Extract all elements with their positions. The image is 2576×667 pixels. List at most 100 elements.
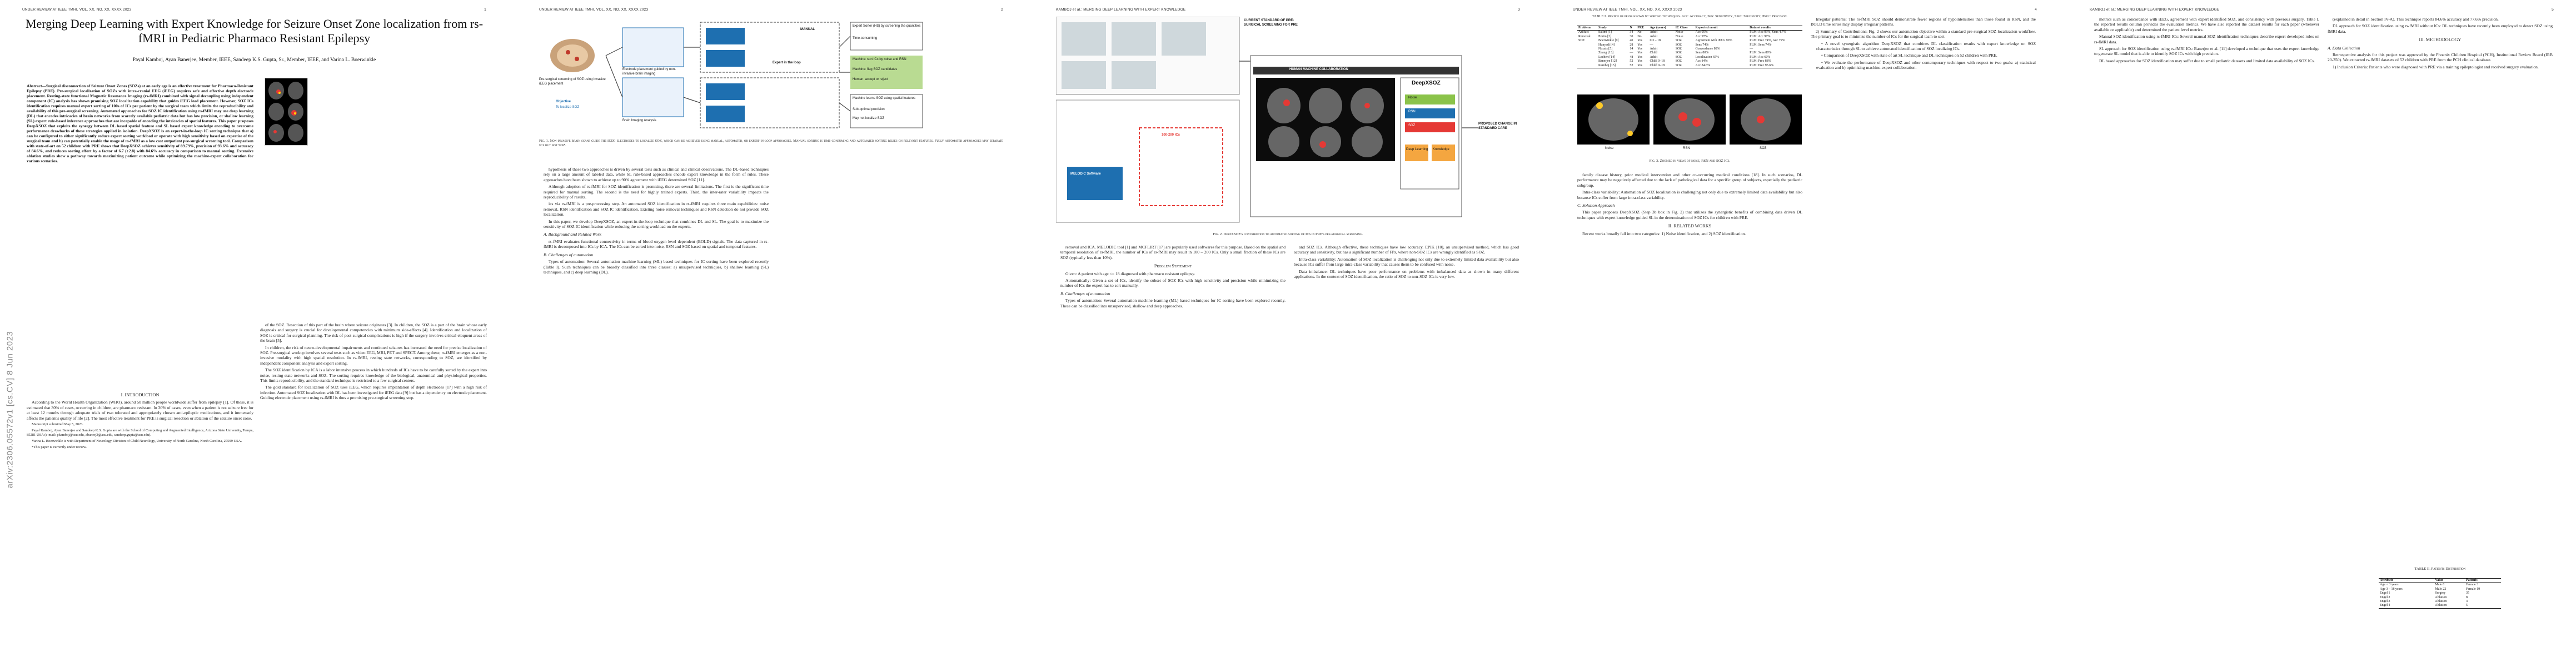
footnote: *This paper is currently under review.	[32, 445, 87, 450]
abstract: Abstract—Surgical disconnection of Seizu…	[27, 83, 253, 163]
fig3-soz: SOZ	[1760, 147, 1767, 150]
section-heading: I. INTRODUCTION	[121, 392, 160, 397]
page-number: 2	[1001, 8, 1003, 12]
fig1-diagram	[539, 17, 923, 133]
table-cell: PLM: Acc 93%, Sens 4.7%	[1750, 31, 1786, 34]
figure-2: CURRENT STANDARD OF PRE-SURGICAL SCREENI…	[1055, 16, 1520, 228]
table-cell: 5	[2465, 604, 2501, 609]
running-header: UNDER REVIEW AT IEEE TMHI, VOL. XX, NO. …	[22, 8, 486, 13]
figure-3: Noise RSN SOZ	[1577, 94, 1802, 156]
melodic-label: MELODIC Software	[1070, 172, 1101, 176]
page-number: 4	[2035, 8, 2037, 12]
header-left: UNDER REVIEW AT IEEE TMHI, VOL. XX, NO. …	[1573, 8, 1682, 12]
table-cell: Acc 95%	[1695, 31, 1708, 34]
paragraph: The gold standard for localization of SO…	[260, 385, 487, 401]
fig3-rsn: RSN	[1683, 147, 1690, 150]
table-cell: Ablation	[2435, 595, 2447, 599]
page2-left-body: hypothesis of these two approaches is dr…	[544, 167, 769, 276]
arxiv-stamp: arXiv:2306.05572v1 [cs.CV] 8 Jun 2023	[5, 331, 15, 489]
rsn-label: RSN	[1408, 110, 1416, 113]
expert-point-2: Machine: flag SOZ candidates	[853, 68, 898, 71]
table-cell: Female 3	[2466, 583, 2479, 587]
table-cell: Noise	[1675, 34, 1683, 38]
deep-learning-label: Deep Learning	[1406, 148, 1428, 151]
bullet-item: • A novel synergistic algorithm DeepXSOZ…	[1816, 41, 2036, 52]
paragraph: Intra-class variability: Automation of S…	[1577, 190, 1802, 200]
table-header-cell: IC Class	[1674, 25, 1695, 31]
auto-point-3: May not localize SOZ	[853, 117, 885, 120]
figure-1: MANUAL Expert in the loop Expert Sorter …	[539, 17, 1003, 133]
table-header-cell: Problem	[1577, 25, 1597, 31]
page-1: UNDER REVIEW AT IEEE TMHI, VOL. XX, NO. …	[0, 0, 509, 667]
paragraph: Types of automation: Several automation …	[544, 259, 769, 275]
paragraph: Although adoption of rs-fMRI for SOZ ide…	[544, 184, 769, 200]
table-cell: 34	[1630, 31, 1633, 34]
page-number: 1	[484, 8, 486, 12]
table-header-cell: Attribute	[2379, 578, 2434, 584]
table-cell: Male 22	[2435, 587, 2447, 591]
table-cell: Ablation	[2434, 604, 2465, 609]
paragraph: 1) Inclusion Criteria: Patients who were…	[2333, 64, 2539, 69]
table-cell: Child 0–18	[1648, 63, 1675, 69]
table-cell: Acc 84.6%	[1694, 63, 1749, 69]
fig3-zoom-views	[1577, 94, 1802, 145]
page-3: KAMBOJ et al.: MERGING DEEP LEARNING WIT…	[1034, 0, 1542, 667]
table-cell: 0.3 – 18	[1650, 39, 1661, 43]
table-cell: Yes	[1637, 55, 1642, 59]
table-cell: Salimi [1]	[1598, 31, 1612, 34]
table-cell: Engel 2	[2380, 595, 2390, 599]
table-cell: Yes	[1637, 39, 1642, 43]
paragraph: Irregular patterns: The rs-fMRI SOZ shou…	[1811, 17, 2036, 27]
fig1-caption: Fig. 1. Non-invasive brain scans guide t…	[539, 139, 1003, 147]
table-cell: 28	[1630, 43, 1633, 47]
footnote: Payal Kamboj, Ayan Banerjee and Sandeep …	[27, 429, 253, 437]
table-cell: PLM: Acc 60%	[1750, 55, 1771, 59]
paragraph: removal and ICA. MELODIC tool [1] and MC…	[1060, 245, 1285, 260]
running-header: UNDER REVIEW AT IEEE TMHI, VOL. XX, NO. …	[1573, 8, 2037, 13]
table-header-cell: N	[1628, 25, 1637, 31]
auto-point-1: Machine learns SOZ using spatial feature…	[853, 97, 916, 100]
page-2: UNDER REVIEW AT IEEE TMHI, VOL. XX, NO. …	[517, 0, 1025, 667]
paragraph: SL approach for SOZ identification using…	[2094, 46, 2319, 57]
header-left: UNDER REVIEW AT IEEE TMHI, VOL. XX, NO. …	[22, 8, 132, 12]
objective-sub: To localize SOZ	[556, 106, 580, 109]
table-cell	[1577, 47, 1597, 51]
table-cell: Yes	[1636, 63, 1649, 69]
table-cell: Engel 3	[2380, 600, 2390, 604]
table-cell: PLM: Prec 74%, Acc 79%	[1750, 39, 1785, 43]
table-cell: Sens 74%	[1695, 43, 1709, 47]
table-cell: 52	[1630, 59, 1633, 63]
table-cell: Banerjee [12]	[1598, 59, 1617, 63]
paragraph: In this paper, we develop DeepXSOZ, an e…	[544, 218, 769, 230]
table-cell: Noise	[1675, 31, 1683, 34]
table-cell: 48	[1630, 55, 1633, 59]
table-cell: Removal	[1578, 34, 1591, 38]
table-cell: Pruim [2]	[1598, 34, 1612, 38]
table-cell: 14	[1630, 47, 1633, 51]
current-standard-title: CURRENT STANDARD OF PRE-SURGICAL SCREENI…	[1244, 19, 1298, 27]
running-header: KAMBOJ et al.: MERGING DEEP LEARNING WIT…	[1056, 8, 1520, 13]
table-cell: No	[1637, 34, 1642, 38]
table-cell: Zhang [13]	[1598, 51, 1613, 55]
table-cell: Boerwinkle [9]	[1598, 39, 1619, 43]
table-cell: Child	[1650, 51, 1657, 55]
soz-label: SOZ	[1408, 124, 1416, 127]
paragraph: of the SOZ. Resection of this part of th…	[260, 322, 487, 344]
fig1-brain-image	[265, 78, 308, 146]
page4-left-body: family disease history, prior medical in…	[1577, 172, 1802, 238]
table-cell: 4	[2466, 600, 2468, 604]
paragraph: The SOZ identification by ICA is a labor…	[260, 367, 487, 384]
section-heading: B. Challenges of automation	[1060, 291, 1110, 296]
table-cell	[1577, 56, 1597, 59]
table-header-cell: Study	[1597, 25, 1629, 31]
table-cell: Agreement with iEEG 90%	[1695, 39, 1732, 43]
table-cell: Lochert [14]	[1598, 55, 1616, 59]
